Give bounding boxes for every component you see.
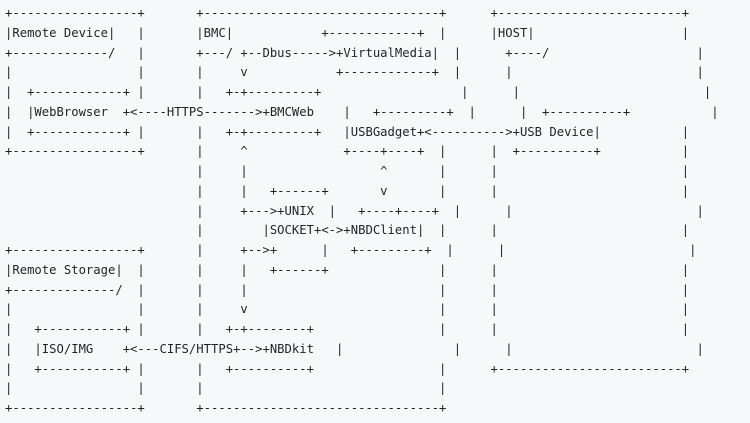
diagram-line-6: | |WebBrowser +<----HTTPS------->+BMCWeb… <box>5 104 719 119</box>
diagram-line-17: | +-----------+ | | +-+--------+ | | | <box>5 322 690 336</box>
diagram-line-1: +-----------------+ +-------------------… <box>5 6 690 20</box>
diagram-line-7: | +------------+ | | +-+---------+ |USBG… <box>5 124 690 139</box>
diagram-line-19: | +-----------+ | | +----------+ | +----… <box>5 361 690 376</box>
diagram-line-18: | |ISO/IMG +<---CIFS/HTTPS+-->+NBDkit | … <box>5 341 704 356</box>
diagram-line-20: | | | | <box>5 381 447 396</box>
diagram-line-12: | |SOCKET+<->+NBDClient| | | | <box>5 223 690 238</box>
diagram-line-11: | +--->+UNIX | +----+----+ | | | <box>5 203 704 218</box>
diagram-line-13: +-----------------+ | +-->+ | +---------… <box>5 243 697 257</box>
diagram-line-9: | | ^ | | | <box>5 164 690 178</box>
diagram-line-14: |Remote Storage| | | | +------+ | | | <box>5 262 690 277</box>
diagram-line-5: | +------------+ | | +-+---------+ | | | <box>5 85 712 99</box>
diagram-line-2: |Remote Device| | |BMC| +------------+ |… <box>5 25 690 40</box>
diagram-line-4: | | | v +------------+ | | | <box>5 65 704 80</box>
diagram-line-16: | | | v | | | <box>5 302 690 317</box>
diagram-line-21: +-----------------+ +-------------------… <box>5 401 447 415</box>
diagram-line-10: | | +------+ v | | | <box>5 183 690 198</box>
diagram-line-15: +--------------/ | | | | | | <box>5 282 690 297</box>
diagram-line-8: +-----------------+ | ^ +----+----+ | | … <box>5 144 690 159</box>
diagram-line-3: +-------------/ | +---/ +--Dbus----->+Vi… <box>5 45 704 60</box>
ascii-architecture-diagram: +-----------------+ +-------------------… <box>5 4 745 419</box>
